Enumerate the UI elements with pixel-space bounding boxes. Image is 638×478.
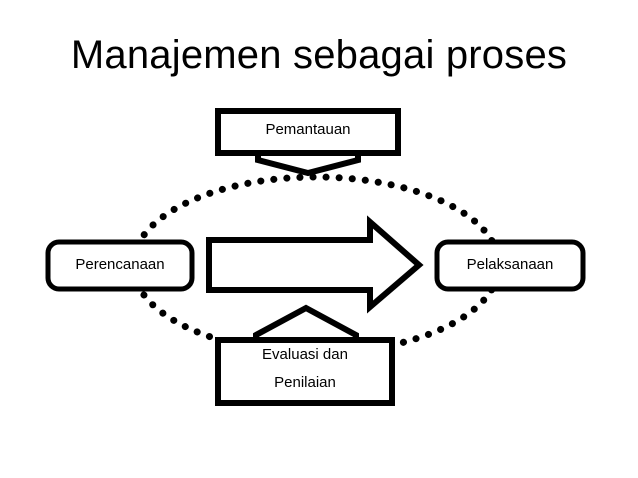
node-label-perencanaan: Perencanaan bbox=[75, 256, 165, 273]
node-label-evaluasi: Evaluasi dan Penilaian bbox=[218, 345, 392, 392]
node-label-evaluasi-line2: Penilaian bbox=[274, 374, 336, 391]
node-label-pemantauan: Pemantauan bbox=[265, 121, 351, 138]
node-pemantauan[interactable] bbox=[215, 108, 401, 177]
node-label-pelaksanaan: Pelaksanaan bbox=[466, 256, 554, 273]
page-title: Manajemen sebagai proses bbox=[70, 33, 568, 77]
pemantauan-box[interactable] bbox=[215, 108, 401, 156]
node-label-evaluasi-line1: Evaluasi dan bbox=[262, 346, 348, 363]
node-perencanaan-box[interactable] bbox=[45, 239, 195, 292]
node-evaluasi[interactable] bbox=[215, 304, 395, 406]
evaluasi-box[interactable] bbox=[215, 337, 395, 406]
node-pelaksanaan-box[interactable] bbox=[434, 239, 586, 292]
main-process-arrow[interactable] bbox=[206, 215, 424, 314]
